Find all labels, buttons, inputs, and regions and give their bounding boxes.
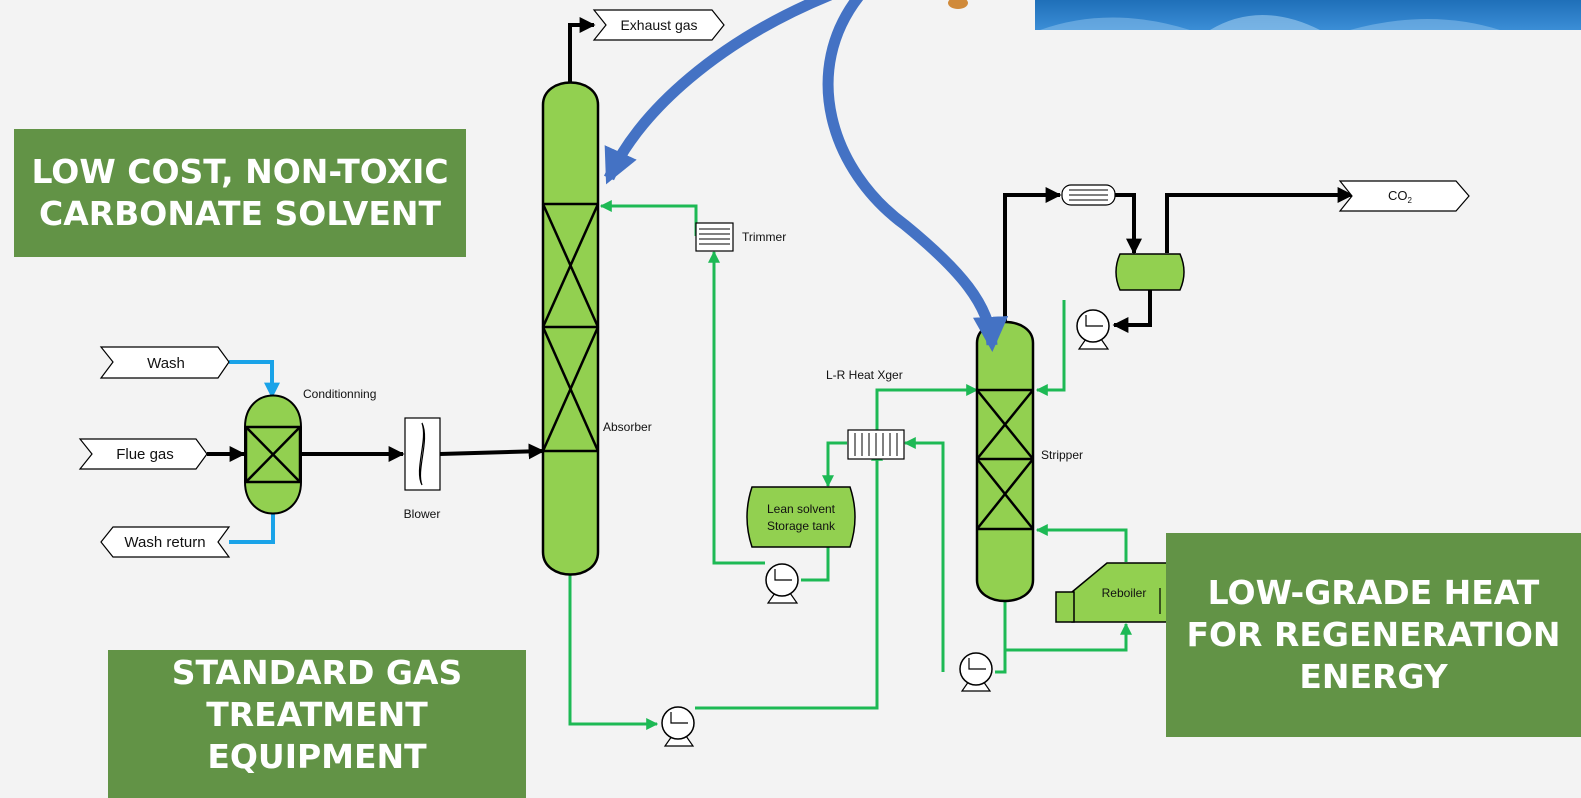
callout-standard-equipment: STANDARD GAS TREATMENT EQUIPMENT [108,650,526,798]
blower-label: Blower [404,507,441,521]
heat-exchanger-label: L-R Heat Xger [826,368,903,382]
blower [405,418,440,490]
blower-outlet-line [440,451,543,454]
exhaust-gas-label: Exhaust gas [620,17,697,33]
stripper-label: Stripper [1041,448,1083,462]
callout-heat-line2: FOR REGENERATION [1186,614,1560,656]
storage-to-pump-line [801,547,828,580]
conditioning-vessel [245,396,301,514]
trimmer-label: Trimmer [742,230,786,244]
stripper-bottoms-line [995,650,1005,672]
stream-flag-flue-gas: Flue gas [80,439,207,469]
callout-equipment-line3: EQUIPMENT [172,736,463,778]
highlight-arrows [609,0,992,345]
wash-label: Wash [147,355,185,372]
lean-solvent-storage-tank: Lean solvent Storage tank [747,487,855,547]
absorber-label: Absorber [603,420,652,434]
callout-low-cost-solvent: LOW COST, NON-TOXIC CARBONATE SOLVENT [14,129,466,257]
rich-solvent-line [570,575,657,724]
stream-flag-wash: Wash [101,347,229,378]
wash-return-label: Wash return [124,534,205,551]
stream-flag-exhaust-gas: Exhaust gas [594,10,724,40]
reboiler-label: Reboiler [1102,586,1147,600]
stream-flag-co2: CO2 [1340,181,1469,211]
callout-low-grade-heat: LOW-GRADE HEAT FOR REGENERATION ENERGY [1166,533,1581,737]
rich-solvent-pump [662,707,694,746]
callout-solvent-line2: CARBONATE SOLVENT [31,193,448,235]
stream-flag-wash-return: Wash return [101,527,229,557]
wash-return-line [229,510,273,542]
trimmer-cooler [696,223,733,251]
absorber-column [543,83,598,575]
exchanger-to-stripper-line [877,390,977,431]
trimmer-to-absorber-line [601,206,696,236]
lean-rich-heat-exchanger [848,430,904,459]
reflux-separator [1116,254,1184,290]
callout-heat-line1: LOW-GRADE HEAT [1186,572,1560,614]
storage-tank-label-line1: Lean solvent [767,502,836,516]
reflux-to-stripper-line [1037,300,1064,390]
reboiler: Reboiler [1056,563,1170,622]
conditioning-label: Conditionning [303,387,376,401]
exhaust-gas-line [570,25,594,82]
reflux-pump [1077,310,1109,349]
co2-product-line [1167,195,1352,253]
overhead-condenser [1062,185,1115,205]
decorative-image [948,0,1581,30]
stripper-overhead-line [1005,195,1060,322]
callout-equipment-line1: STANDARD GAS [172,652,463,694]
callout-solvent-line1: LOW COST, NON-TOXIC [31,151,448,193]
stripper-column [977,322,1033,601]
callout-equipment-line2: TREATMENT [172,694,463,736]
condenser-to-separator-line [1115,195,1134,253]
heat-highlight-arrow [828,0,992,345]
lean-storage-pump [766,564,798,603]
lean-solvent-pump [960,653,992,691]
storage-tank-label-line2: Storage tank [767,519,836,533]
exchanger-to-storage-line [828,443,847,486]
flue-gas-label: Flue gas [116,446,174,463]
separator-to-reflux-pump-line [1114,290,1150,325]
decorative-hand-icon [948,0,968,9]
reboiler-vapour-return-line [1037,530,1126,562]
wash-line [229,362,272,397]
callout-heat-line3: ENERGY [1186,656,1560,698]
solvent-lines [570,206,1126,724]
lean-to-exchanger-line [905,443,943,672]
